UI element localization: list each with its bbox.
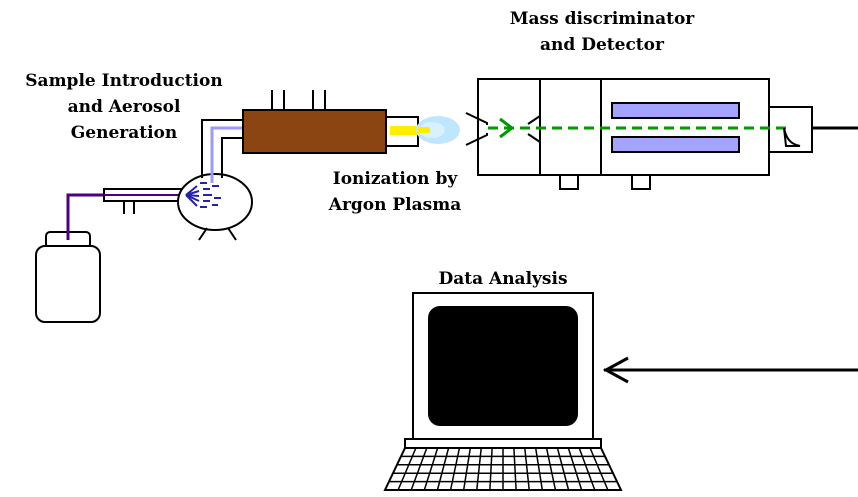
label-sample-line-3: Generation: [70, 123, 178, 143]
label-sample-introduction: Sample Introduction and Aerosol Generati…: [8, 68, 240, 146]
nebulizer-icon: [103, 188, 185, 214]
label-mass-discriminator: Mass discriminator and Detector: [482, 6, 722, 58]
interface-cones: [465, 112, 541, 146]
keyboard-key-divider: [534, 447, 544, 491]
keyboard-key-divider: [462, 447, 472, 491]
keyboard-key-divider: [524, 447, 530, 491]
keyboard-key-divider: [513, 447, 517, 491]
label-ionization-line-1: Ionization by: [332, 169, 458, 189]
transfer-tube: [201, 119, 242, 178]
keyboard-key-divider: [476, 447, 482, 491]
quadrupole-rods-icon: [611, 102, 740, 153]
keyboard-key-divider: [567, 447, 583, 491]
detector-icon: [783, 126, 858, 147]
keyboard-key-divider: [489, 447, 493, 491]
label-mass-line-1: Mass discriminator: [509, 9, 695, 29]
sample-tubing: [66, 193, 105, 240]
keyboard-key-divider: [397, 447, 417, 491]
aerosol-flow-line: [210, 126, 242, 183]
label-sample-line-1: Sample Introduction: [25, 71, 223, 91]
label-ionization: Ionization by Argon Plasma: [310, 166, 480, 218]
keyboard-key-divider: [545, 447, 557, 491]
label-mass-line-2: and Detector: [540, 35, 664, 55]
keyboard-icon: [383, 447, 623, 491]
signal-arrow-icon: [602, 356, 858, 384]
keyboard-key-divider: [423, 447, 439, 491]
keyboard-key-divider: [589, 447, 609, 491]
keyboard-key-divider: [449, 447, 461, 491]
aerosol-spray-icon: [185, 182, 221, 208]
keyboard-key-divider: [556, 447, 570, 491]
label-ionization-line-2: Argon Plasma: [328, 195, 462, 215]
label-data-analysis-text: Data Analysis: [438, 269, 568, 289]
argon-plasma-icon: [416, 116, 460, 144]
keyboard-key-divider: [410, 447, 428, 491]
sample-bottle-icon: [35, 231, 101, 323]
spray-chamber-icon: [177, 173, 253, 241]
label-data-analysis: Data Analysis: [413, 266, 593, 292]
ion-beam: [488, 117, 790, 139]
label-sample-line-2: and Aerosol: [67, 97, 181, 117]
keyboard-key-divider: [436, 447, 450, 491]
plasma-torch-icon: [242, 90, 424, 154]
computer-icon: [404, 292, 602, 449]
keyboard-key-divider: [578, 447, 596, 491]
